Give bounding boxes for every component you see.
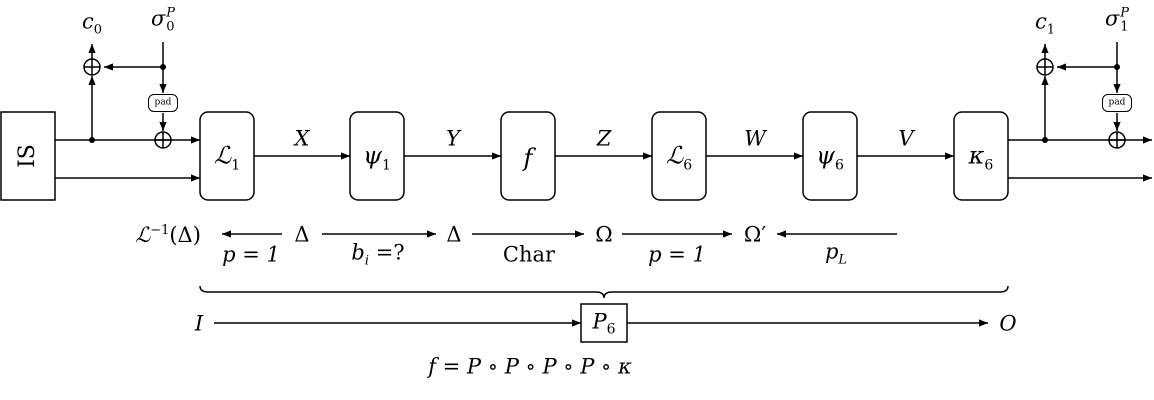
output-label: O [999, 311, 1017, 336]
junction-dot-sigma1 [1114, 64, 1120, 70]
chain-term-omega-prime: Ω′ [743, 222, 767, 247]
chain-term-omega: Ω [595, 222, 613, 247]
is-box [0, 111, 56, 201]
xor-c1 [1036, 58, 1054, 76]
junction-dot-right [1042, 137, 1048, 143]
formula: f = P ∘ P ∘ P ∘ P ∘ κ [428, 354, 632, 379]
junction-dot-left [89, 137, 95, 143]
chain-term-delta-2: Δ [446, 222, 462, 247]
chain-label-4: p = 1 [648, 242, 706, 267]
block-label-kappa6: κ6 [968, 141, 994, 174]
block-label-l6: ℒ6 [665, 141, 693, 174]
pad-box-right [1102, 94, 1132, 112]
xor-pad1 [1108, 131, 1126, 149]
junction-dot-sigma0 [160, 64, 166, 70]
xor-c0 [83, 58, 101, 76]
brace [199, 285, 1009, 299]
xor-pad0 [154, 131, 172, 149]
edge-label-v: V [898, 126, 914, 151]
p6-label: P6 [592, 309, 616, 338]
edge-label-x: X [294, 126, 310, 151]
chain-label-5: pL [824, 239, 848, 268]
chain-label-3: Char [502, 242, 556, 267]
block-label-l1: ℒ1 [213, 141, 241, 174]
chain-label-2: bi =? [351, 240, 405, 269]
chain-label-1: p = 1 [222, 242, 280, 267]
edge-label-z: Z [596, 126, 612, 151]
pad-label-right: pad [1108, 97, 1126, 108]
c1-label: c1 [1034, 9, 1056, 38]
pad-box-left [148, 94, 178, 112]
block-label-psi1: ψ1 [363, 141, 391, 174]
edge-label-w: W [744, 126, 766, 151]
input-label: I [194, 311, 204, 336]
edge-label-y: Y [446, 126, 460, 151]
block-label-f: f [523, 144, 533, 172]
chain-term-delta-1: Δ [294, 222, 310, 247]
pad-label-left: pad [154, 97, 172, 108]
c0-label: c0 [81, 9, 103, 38]
block-label-psi6: ψ6 [816, 141, 844, 174]
chain-term-linv: ℒ−1(Δ) [135, 223, 201, 247]
is-label: IS [15, 144, 40, 168]
